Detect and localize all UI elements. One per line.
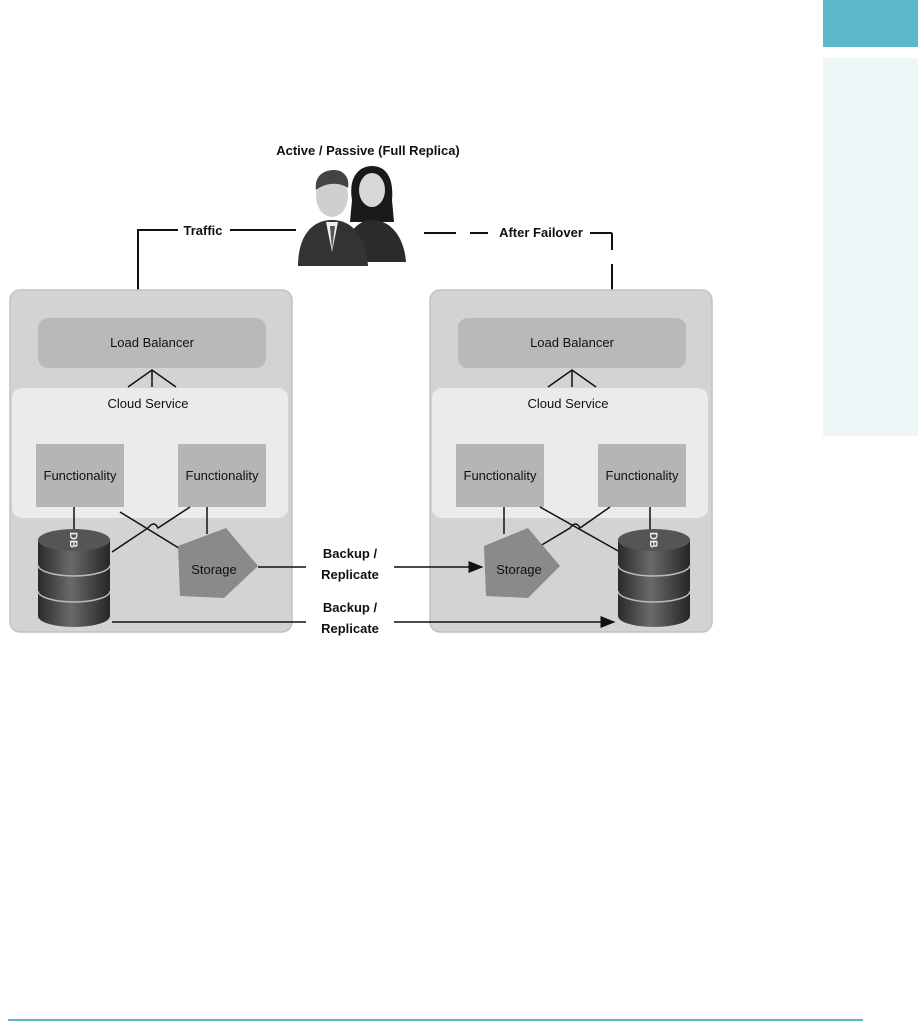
users-icon — [298, 166, 406, 266]
primary-db-icon — [37, 529, 111, 627]
primary-functionality-left — [36, 444, 124, 507]
primary-load-balancer — [38, 318, 266, 368]
db-backup-label-1: Backup / — [323, 600, 378, 615]
primary-cloud-service-label: Cloud Service — [108, 396, 189, 411]
standby-load-balancer — [458, 318, 686, 368]
standby-cloud-service-label: Cloud Service — [528, 396, 609, 411]
standby-db-icon — [617, 529, 691, 627]
after-failover-line — [424, 232, 613, 290]
db-backup-label-2: Replicate — [321, 621, 379, 636]
standby-db-label: DB — [647, 532, 659, 548]
standby-functionality-right — [598, 444, 686, 507]
standby-functionality-right-label: Functionality — [606, 468, 679, 483]
primary-site: Load Balancer Cloud Service Functionalit… — [9, 289, 293, 633]
traffic-line — [137, 229, 178, 290]
primary-storage-label: Storage — [191, 562, 237, 577]
traffic-label: Traffic — [183, 223, 222, 238]
primary-db-label: DB — [67, 532, 79, 548]
standby-site: Load Balancer Cloud Service Functionalit… — [429, 289, 713, 633]
primary-functionality-right — [178, 444, 266, 507]
primary-load-balancer-label: Load Balancer — [110, 335, 195, 350]
primary-functionality-left-label: Functionality — [44, 468, 117, 483]
standby-functionality-left-label: Functionality — [464, 468, 537, 483]
storage-backup-label-1: Backup / — [323, 546, 378, 561]
bottom-rule — [8, 1019, 863, 1021]
standby-storage-label: Storage — [496, 562, 542, 577]
primary-functionality-right-label: Functionality — [186, 468, 259, 483]
standby-load-balancer-label: Load Balancer — [530, 335, 615, 350]
side-tab-header — [823, 0, 918, 47]
diagram-title: Active / Passive (Full Replica) — [276, 143, 460, 158]
after-failover-label: After Failover — [499, 225, 583, 240]
storage-backup-label-2: Replicate — [321, 567, 379, 582]
side-tab-panel — [823, 58, 918, 436]
standby-storage — [484, 528, 560, 598]
primary-storage — [178, 528, 258, 598]
standby-functionality-left — [456, 444, 544, 507]
